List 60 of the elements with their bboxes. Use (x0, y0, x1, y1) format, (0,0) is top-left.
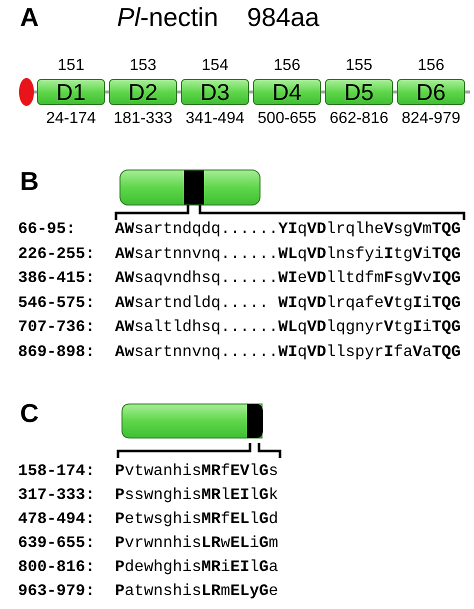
panel-letter: B (20, 168, 39, 194)
length-label: 154 (200, 58, 230, 74)
residue-range: 158-174: (18, 463, 95, 479)
sequence-text: Awsartnnvnq......WIqVDllspyrIfaVaTQG (115, 344, 461, 360)
length-label: 156 (272, 58, 302, 74)
domain-box (109, 79, 177, 105)
signal-peptide-oval (19, 78, 34, 106)
linker-line (105, 90, 109, 94)
residue-range: 386-415: (18, 270, 95, 286)
panel-letter: A (20, 4, 39, 30)
length-label: 153 (128, 58, 158, 74)
length-label: 155 (344, 58, 374, 74)
domain-label: D6 (416, 80, 446, 104)
residue-range: 226-255: (18, 246, 95, 262)
linker-line (321, 90, 325, 94)
sequence-text: PatwnshisLRmELyGe (115, 583, 278, 599)
sequence-text: AWsaqvndhsq......WIeVDlltdfmFsgVvIQG (115, 270, 461, 286)
residue-range: 24-174 (45, 111, 97, 127)
residue-range: 869-898: (18, 344, 95, 360)
residue-range: 639-655: (18, 535, 95, 551)
sequence-text: PdewhghisMRiEIlGa (115, 559, 278, 575)
residue-range: 963-979: (18, 583, 95, 599)
length-label: 151 (56, 58, 86, 74)
sequence-text: PvrwnnhisLRwELiGm (115, 535, 278, 551)
length-label: 156 (416, 58, 446, 74)
residue-range: 500-655 (256, 111, 318, 127)
domain-label: D4 (272, 80, 302, 104)
sequence-text: AWsaltldhsq......WLqVDlqgnyrVtgIiTQG (115, 319, 461, 335)
linker-line (393, 90, 397, 94)
domain-box (397, 79, 465, 105)
sequence-text: PvtwanhisMRfEVlGs (115, 463, 278, 479)
title: Pl-nectin 984aa (117, 4, 320, 30)
residue-range: 707-736: (18, 319, 95, 335)
domain-box (37, 79, 105, 105)
domain-label: D5 (344, 80, 374, 104)
domain-label: D2 (128, 80, 158, 104)
linker-line (177, 90, 181, 94)
residue-range: 546-575: (18, 294, 95, 310)
residue-range: 478-494: (18, 511, 95, 527)
domain-label: D1 (56, 80, 86, 104)
residue-range: 317-333: (18, 487, 95, 503)
sequence-text: AWsartndldq..... WIqVDlrqafeVtgIiTQG (115, 294, 461, 310)
residue-range: 66-95: (18, 221, 76, 237)
sequence-text: AWsartnnvnq......WLqVDlnsfyiItgViTQG (115, 246, 461, 262)
sequence-text: PetwsghisMRfELlGd (115, 511, 278, 527)
sequence-text: AWsartndqdq......YIqVDlrqlheVsgVmTQG (115, 221, 461, 237)
residue-range: 824-979 (400, 111, 462, 127)
residue-range: 181-333 (112, 111, 174, 127)
residue-range: 800-816: (18, 559, 95, 575)
sequence-text: PsswnghisMRlEIlGk (115, 487, 278, 503)
residue-range: 341-494 (184, 111, 246, 127)
domain-label: D3 (200, 80, 230, 104)
linker-line (249, 90, 253, 94)
linker-line (465, 90, 470, 94)
domain-box (181, 79, 249, 105)
domain-box (325, 79, 393, 105)
panel-letter: C (20, 400, 39, 426)
domain-box (253, 79, 321, 105)
linker-line (34, 90, 37, 94)
residue-range: 662-816 (328, 111, 390, 127)
